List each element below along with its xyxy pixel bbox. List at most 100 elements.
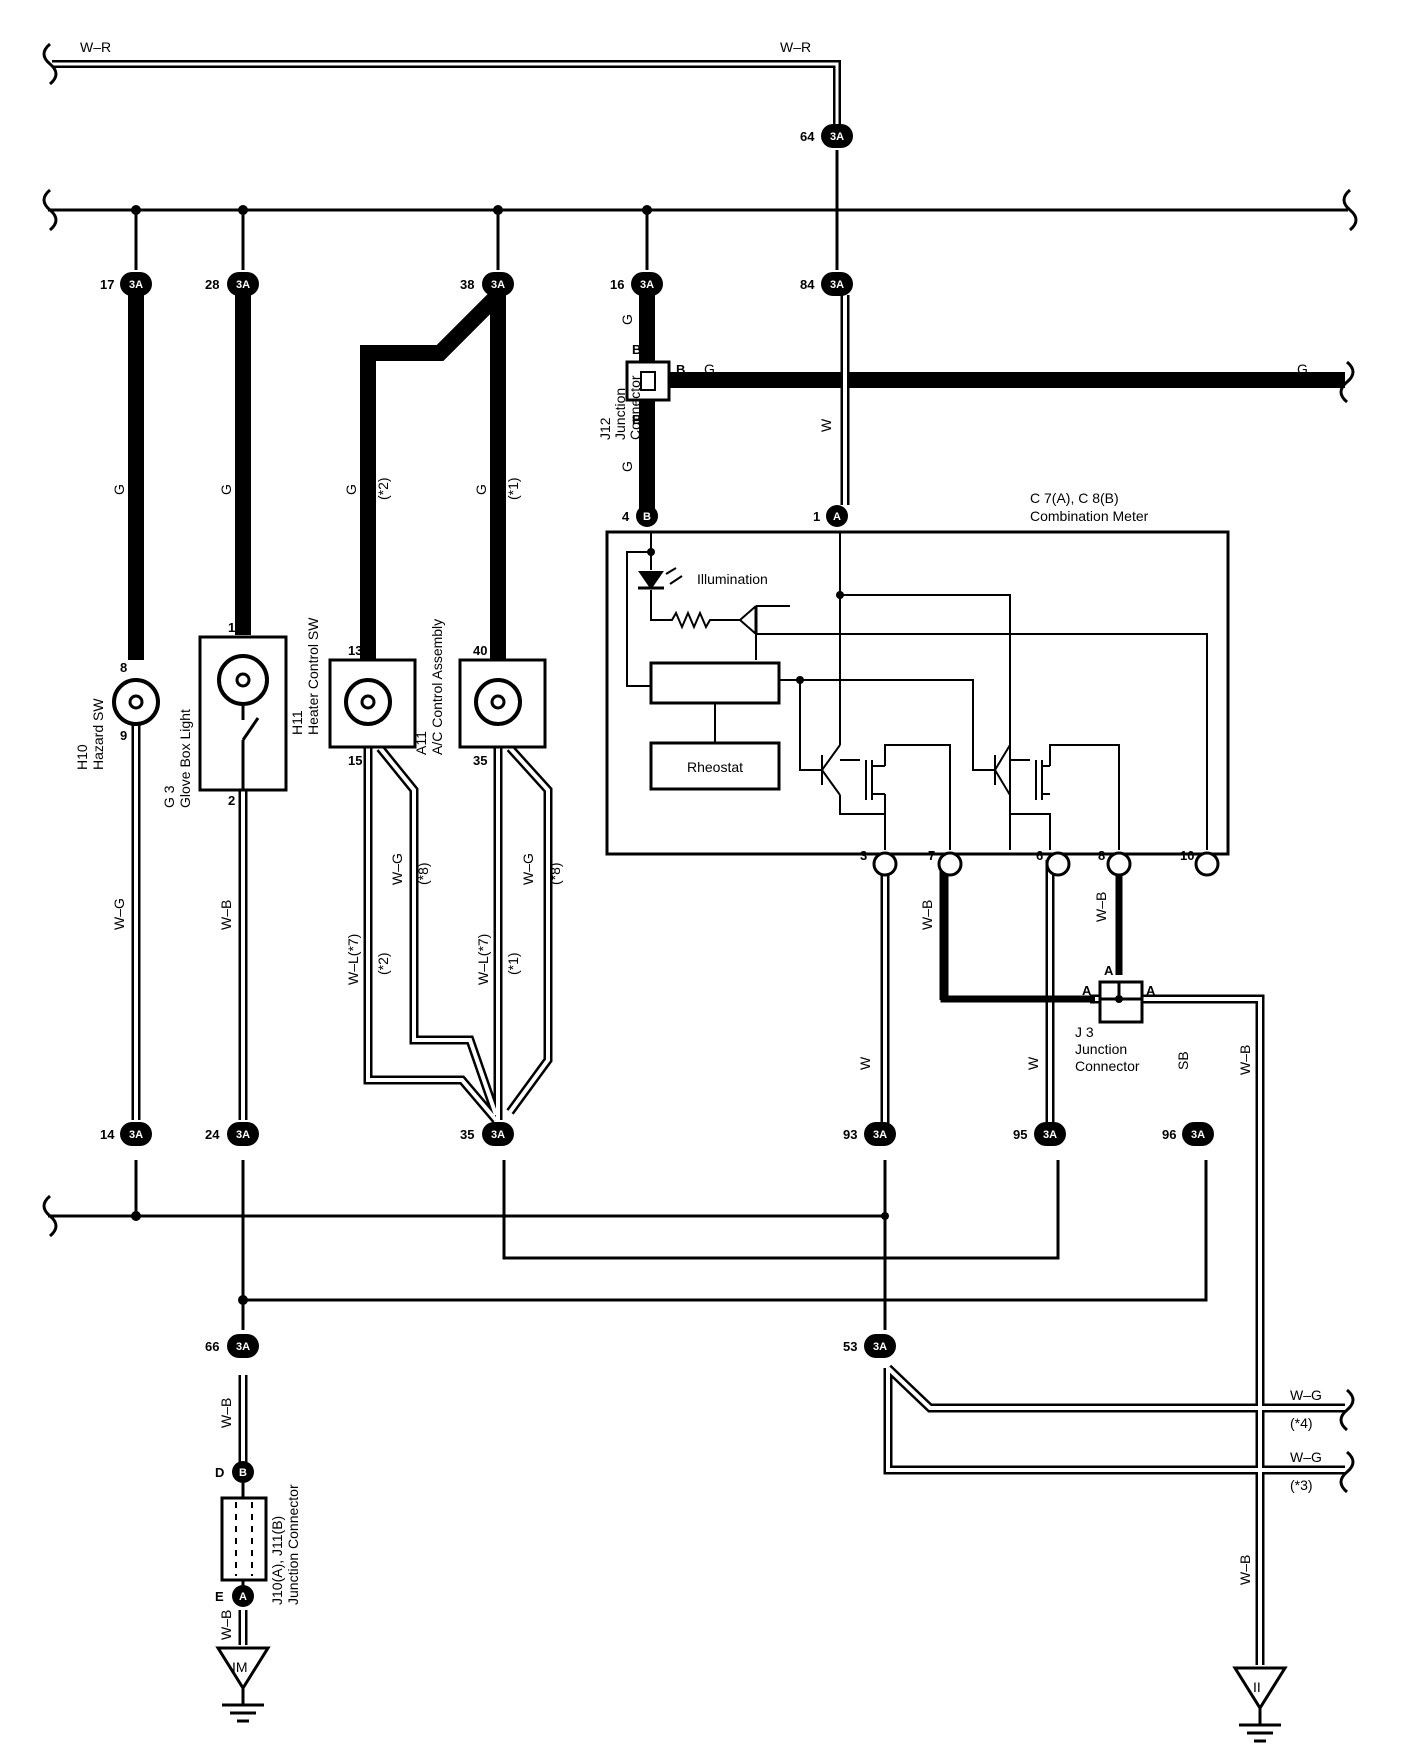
pin-93: 93 <box>843 1127 857 1142</box>
break-mark-wg-out2 <box>1339 1450 1355 1494</box>
conn-84: 3A <box>830 279 844 291</box>
wire-label-g-j12-top: G <box>619 314 635 325</box>
glove-pin-2: 2 <box>228 793 235 808</box>
wire-label-wb-66: W–B <box>218 1398 234 1428</box>
conn-95: 3A <box>1043 1129 1057 1141</box>
meter-name: Combination Meter <box>1030 508 1149 524</box>
j3-pin-a-right: A <box>1146 983 1156 998</box>
conn-28: 3A <box>236 279 250 291</box>
ac-name: A/C Control Assembly <box>429 619 445 755</box>
illumination-label: Illumination <box>697 571 768 587</box>
pin-66: 66 <box>205 1339 219 1354</box>
wire-label-wg-ac-note: (*8) <box>547 862 563 885</box>
wire-label-g-glove: G <box>218 484 234 495</box>
conn-66: 3A <box>236 1341 250 1353</box>
meter-pin-3: 3 <box>860 848 867 863</box>
conn-meter-b: B <box>643 511 651 523</box>
heater-control-sw-symbol <box>328 658 417 749</box>
hazard-name: Hazard SW <box>90 698 106 770</box>
conn-17: 3A <box>129 279 143 291</box>
g-wires <box>128 289 1345 660</box>
conn-35: 3A <box>491 1129 505 1141</box>
wire-labels: G G G G W G G G (*2) G (*1) W–G W–B W–L(… <box>111 314 1322 1640</box>
pin-96: 96 <box>1162 1127 1176 1142</box>
wire-label-g-ac-note: (*1) <box>505 477 521 500</box>
wire-label-wr-left: W–R <box>80 39 111 55</box>
wire-label-w-95: W <box>1025 1056 1041 1070</box>
heater-pin-15: 15 <box>348 753 362 768</box>
conn-38: 3A <box>491 279 505 291</box>
j3-pin-a-left: A <box>1082 983 1092 998</box>
conn-16: 3A <box>640 279 654 291</box>
meter-code: C 7(A), C 8(B) <box>1030 490 1119 506</box>
wire-label-wl-ac-note: (*1) <box>505 952 521 975</box>
pin-numbers: 64 17 28 38 16 84 14 24 35 93 95 96 66 5… <box>100 129 1176 1604</box>
ac-pin-40: 40 <box>473 643 487 658</box>
j3-name-line1: Junction <box>1075 1041 1127 1057</box>
wire-label-wg-hazard: W–G <box>111 898 127 930</box>
j3-name-line2: Connector <box>1075 1058 1140 1074</box>
glove-code: G 3 <box>161 785 177 808</box>
double-wires-outer <box>131 700 1345 1665</box>
meter-pin-7: 7 <box>928 848 935 863</box>
pin-95: 95 <box>1013 1127 1027 1142</box>
hazard-code: H10 <box>74 744 90 770</box>
rheostat-label: Rheostat <box>687 759 743 775</box>
wire-label-g-heater: G <box>343 484 359 495</box>
meter-pin-10: 10 <box>1180 848 1194 863</box>
glove-pin-1: 1 <box>228 620 235 635</box>
wire-label-sb: SB <box>1175 1051 1191 1070</box>
break-mark-bus-bottom <box>42 1194 58 1238</box>
heater-name: Heater Control SW <box>305 617 321 735</box>
wire-label-g-ac: G <box>473 484 489 495</box>
j10-j11-junction-connector <box>220 1482 268 1600</box>
wire-label-wr-right: W–R <box>780 39 811 55</box>
pin-24: 24 <box>205 1127 220 1142</box>
j10-code: J10(A), J11(B) <box>269 1516 285 1605</box>
component-labels: J12 Junction Connector H10 Hazard SW G 3… <box>74 375 1140 1605</box>
conn-meter-a: A <box>833 511 841 523</box>
j10-pin-e: E <box>215 1589 224 1604</box>
conn-j10-b: B <box>239 1467 247 1479</box>
wire-label-g-bus-right: G <box>1297 361 1308 377</box>
glove-name: Glove Box Light <box>177 709 193 808</box>
wire-label-w-84: W <box>818 418 834 432</box>
wire-label-wb-meter7: W–B <box>919 900 935 930</box>
pin-53: 53 <box>843 1339 857 1354</box>
j12-junction-connector <box>625 360 671 402</box>
hazard-pin-8: 8 <box>120 660 127 675</box>
glove-box-light-symbol <box>198 635 288 792</box>
conn-96: 3A <box>1191 1129 1205 1141</box>
hazard-sw-symbol <box>112 678 160 726</box>
wire-label-wg-heater-note: (*8) <box>415 862 431 885</box>
j10-name: Junction Connector <box>285 1484 301 1605</box>
break-mark-bus-left <box>42 188 58 232</box>
conn-53: 3A <box>873 1341 887 1353</box>
wire-label-g-heater-note: (*2) <box>375 477 391 500</box>
meter-pin-1: 1 <box>813 509 820 524</box>
conn-64: 3A <box>830 131 844 143</box>
lower-junction-dots <box>131 1211 889 1305</box>
pin-14: 14 <box>100 1127 115 1142</box>
pin-17: 17 <box>100 277 114 292</box>
ac-code: A11 <box>413 731 429 755</box>
pin-28: 28 <box>205 277 219 292</box>
wire-label-wl-heater: W–L(*7) <box>345 934 361 985</box>
j12-pin-b-right: B <box>676 362 685 377</box>
j3-pin-a-top: A <box>1104 963 1114 978</box>
wire-label-wb-meter8: W–B <box>1093 892 1109 922</box>
wire-label-wb-right: W–B <box>1237 1045 1253 1075</box>
wire-label-wb-glove: W–B <box>218 900 234 930</box>
meter-pin-4: 4 <box>622 509 630 524</box>
ac-pin-35: 35 <box>473 753 487 768</box>
break-mark-g-right <box>1339 360 1355 404</box>
ground-im <box>215 1646 271 1723</box>
wire-label-wg-out2-note: (*3) <box>1290 1477 1313 1493</box>
conn-14: 3A <box>129 1129 143 1141</box>
conn-24: 3A <box>236 1129 250 1141</box>
j3-junction-connector <box>1098 980 1144 1024</box>
wire-label-g-bus: G <box>704 361 715 377</box>
pin-84: 84 <box>800 277 815 292</box>
wire-label-g-hazard: G <box>111 484 127 495</box>
j3-code: J 3 <box>1075 1024 1094 1040</box>
